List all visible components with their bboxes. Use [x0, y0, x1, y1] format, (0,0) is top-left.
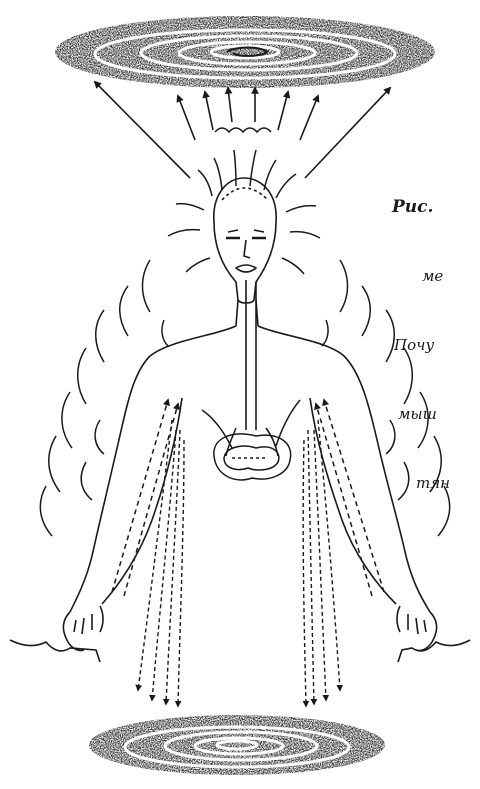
bottom-vortex-icon [89, 715, 385, 775]
arm-energy-flow [112, 400, 384, 596]
upward-arrows [95, 82, 390, 178]
body-aura-lines [40, 260, 449, 536]
caption-line: ме [392, 265, 450, 288]
top-vortex-icon [55, 16, 435, 88]
arrow-up-icon [300, 96, 318, 140]
figure-caption: Рис. ме Почу мыш тян [392, 150, 450, 518]
caption-line: Почу [392, 334, 450, 357]
digestive-organ [202, 400, 300, 480]
arrow-up-icon [205, 92, 213, 130]
caption-line: тян [392, 472, 450, 495]
arrow-up-icon [305, 88, 390, 178]
caption-line: мыш [392, 403, 450, 426]
arrow-up-icon [278, 92, 288, 130]
arrow-up-icon [178, 96, 195, 140]
arrow-up-icon [228, 88, 232, 122]
downward-arrows [138, 420, 340, 706]
arrow-up-icon [95, 82, 190, 178]
caption-label: Рис. [392, 196, 450, 219]
